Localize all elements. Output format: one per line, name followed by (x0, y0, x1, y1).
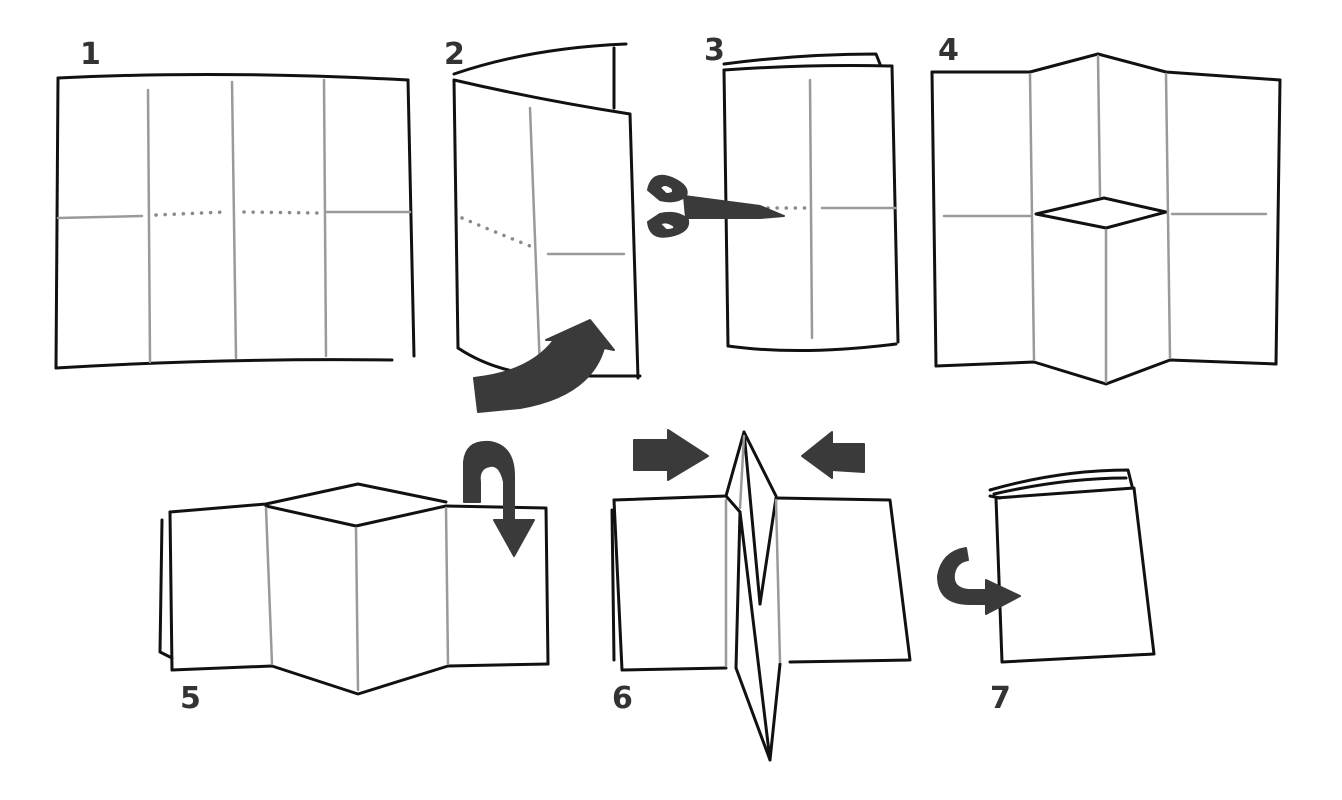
step-5-sheet (158, 482, 550, 696)
step-3: 3 (647, 33, 900, 353)
step-4-number: 4 (938, 33, 959, 68)
step-4-sheet (930, 52, 1282, 386)
step-1-cut-line (154, 210, 320, 217)
fold-over-arrow-icon (463, 440, 535, 557)
push-right-arrow-icon (633, 429, 709, 481)
step-3-number: 3 (704, 33, 725, 68)
step-6-sheet (610, 430, 912, 762)
step-1-creases (56, 78, 412, 364)
step-5-creases (264, 506, 450, 692)
step-1: 1 (54, 37, 416, 370)
step-6-number: 6 (612, 681, 633, 716)
wrap-arrow-icon (937, 547, 1021, 615)
curved-arrow-icon (473, 319, 615, 413)
step-2-cut-line (460, 216, 532, 248)
step-7-number: 7 (990, 681, 1011, 716)
step-5-number: 5 (180, 681, 201, 716)
step-3-creases (808, 78, 898, 340)
step-1-number: 1 (80, 37, 101, 72)
step-2: 2 (444, 37, 642, 413)
step-6-creases (724, 434, 782, 668)
step-1-sheet (54, 72, 416, 370)
push-left-arrow-icon (801, 431, 865, 479)
step-7-booklet (988, 468, 1156, 664)
step-7: 7 (937, 468, 1156, 716)
step-3-sheet (722, 52, 900, 353)
step-2-number: 2 (444, 37, 465, 72)
step-5: 5 (158, 440, 550, 716)
step-6: 6 (610, 429, 912, 762)
scissors-icon (647, 174, 785, 238)
step-2-sheet (452, 42, 642, 380)
step-4-creases (942, 54, 1268, 384)
step-2-creases (528, 106, 626, 372)
step-4: 4 (930, 33, 1282, 386)
